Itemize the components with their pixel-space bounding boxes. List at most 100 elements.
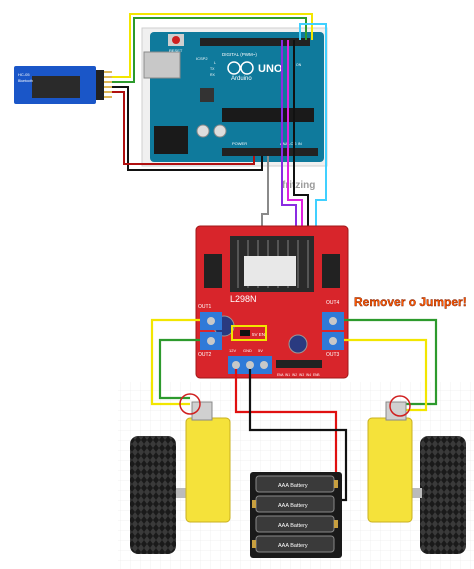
hc05-pin-header	[96, 70, 112, 100]
l298n-driver-board: L298N OUT1 OUT2 OUT3 OUT4 5V EN 12V GND …	[195, 225, 349, 379]
left-motor-terminal-marker	[179, 393, 201, 415]
pin-ena: ENA	[277, 373, 284, 377]
screw-out2	[207, 337, 215, 345]
jumper-label: 5V EN	[252, 332, 265, 337]
power-analog-header	[222, 148, 318, 156]
rx-label: RX	[210, 73, 216, 77]
hc05-sub: Bluetooth	[18, 79, 33, 83]
battery-tip-1	[334, 480, 338, 488]
capacitor-1	[196, 124, 210, 138]
power-label-gnd: GND	[243, 348, 252, 353]
control-pin-labels: ENA IN1 IN2 IN3 IN4 ENB	[277, 373, 320, 377]
arduino-uno-board: RESET DIGITAL (PWM~) ICSP2 Arduino UNO T…	[141, 27, 328, 167]
out3-label: OUT3	[326, 352, 340, 358]
pin-in1: IN1	[285, 373, 290, 377]
battery-cell-4: AAA Battery	[252, 535, 335, 553]
arduino-brand: Arduino	[231, 76, 252, 82]
wire-cyan-in4	[299, 23, 327, 330]
battery-label-3: AAA Battery	[278, 523, 308, 529]
hc05-chip	[32, 76, 80, 98]
fritzing-watermark: fritzing	[282, 180, 315, 191]
digital-header	[200, 38, 310, 46]
screw-5v	[260, 361, 268, 369]
usb-connector	[143, 51, 181, 79]
battery-tip-4	[252, 540, 256, 548]
wire-black-gnd	[112, 86, 263, 171]
right-wheel-motor	[367, 395, 466, 554]
left-wheel-motor	[130, 393, 231, 554]
out1-label: OUT1	[198, 304, 212, 310]
wire-green-out2	[158, 338, 200, 400]
analog-label: ANALOG IN	[280, 141, 302, 146]
out2-label: OUT2	[198, 352, 212, 358]
battery-tip-2	[252, 500, 256, 508]
arduino-logo-left	[227, 61, 241, 75]
usb-chip	[200, 88, 214, 102]
battery-cell-3: AAA Battery	[255, 515, 338, 533]
on-label: ON	[296, 63, 302, 67]
l298n-label: L298N	[230, 294, 257, 304]
left-axle	[176, 488, 190, 498]
wire-yellow-out3	[344, 338, 428, 412]
left-motor	[185, 417, 231, 523]
reset-label: RESET	[169, 48, 183, 53]
pin-enb: ENB	[313, 373, 320, 377]
pin-in4: IN4	[306, 373, 311, 377]
left-wheel	[130, 436, 176, 554]
battery-cell-1: AAA Battery	[255, 475, 338, 493]
l298n-chip	[244, 256, 296, 286]
screw-12v	[232, 361, 240, 369]
right-axle	[408, 488, 422, 498]
wire-red-vcc	[112, 91, 255, 165]
screw-out4	[329, 317, 337, 325]
bluetooth-wires	[112, 13, 313, 171]
battery-label-1: AAA Battery	[278, 483, 308, 489]
hc05-bluetooth-module: HC-05 Bluetooth	[14, 66, 112, 104]
l-label: L	[214, 61, 216, 65]
hc05-pins	[96, 70, 104, 100]
wire-black-battery	[248, 369, 348, 502]
screw-out1	[207, 317, 215, 325]
wire-green-tx	[112, 17, 307, 83]
power-label: POWER	[232, 141, 247, 146]
screw-gnd	[246, 361, 254, 369]
battery-tip-3	[334, 520, 338, 528]
wire-green-out4	[344, 318, 438, 406]
capacitor-2	[213, 124, 227, 138]
power-label-12v: 12V	[229, 348, 236, 353]
out4-label: OUT4	[326, 300, 340, 306]
battery-pack: AAA Battery AAA Battery AAA Battery AAA …	[250, 472, 342, 558]
diodes-left	[204, 254, 222, 288]
battery-label-2: AAA Battery	[278, 503, 308, 509]
arduino-pcb	[150, 32, 324, 162]
reset-button-cap	[172, 36, 180, 44]
arduino-model: UNO	[258, 63, 283, 75]
right-motor	[367, 417, 413, 523]
battery-cell-2: AAA Battery	[252, 495, 335, 513]
tx-label: TX	[210, 67, 215, 71]
power-jack	[154, 126, 188, 154]
right-motor-terminal-marker	[389, 395, 411, 417]
jumper-pins	[240, 330, 250, 336]
right-motor-cap	[385, 401, 407, 421]
battery-label-4: AAA Battery	[278, 543, 308, 549]
digital-label: DIGITAL (PWM~)	[222, 52, 257, 57]
right-wheel	[420, 436, 466, 554]
pin-in3: IN3	[299, 373, 304, 377]
wire-yellow-rx	[112, 13, 313, 78]
pin-in2: IN2	[292, 373, 297, 377]
left-motor-cap	[191, 401, 213, 421]
icsp-label: ICSP2	[196, 56, 208, 61]
screw-out3	[329, 337, 337, 345]
power-label-5v: 5V	[258, 348, 263, 353]
remove-jumper-annotation: Remover o Jumper!	[354, 295, 467, 309]
control-header	[276, 360, 322, 368]
atmega-chip	[222, 108, 314, 122]
diodes-right	[322, 254, 340, 288]
hc05-model: HC-05	[18, 72, 30, 77]
cap-right	[288, 334, 308, 354]
arduino-logo-right	[240, 61, 254, 75]
jumper-highlight	[231, 325, 267, 341]
wire-yellow-out1	[150, 318, 200, 406]
